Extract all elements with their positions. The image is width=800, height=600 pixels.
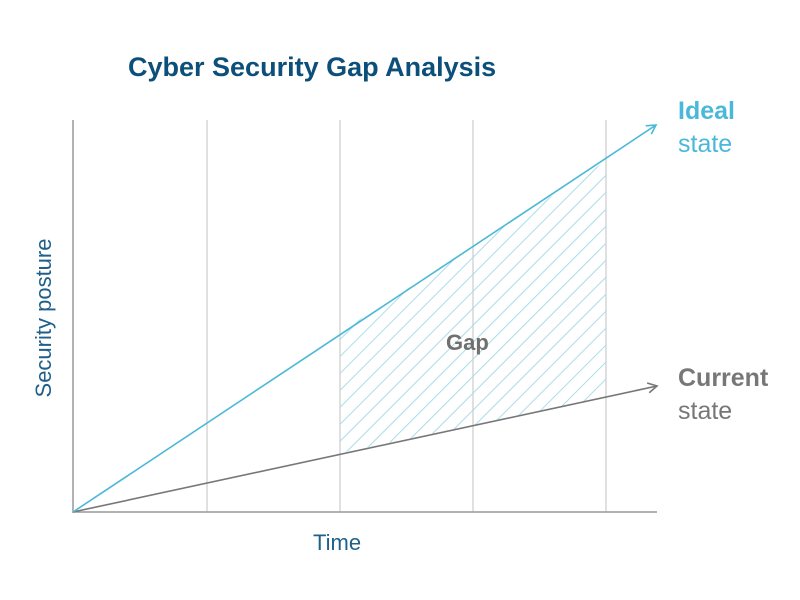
gap-region: [340, 161, 606, 453]
current-label-line1: Current: [678, 364, 769, 392]
current-label-line2: state: [678, 397, 733, 425]
ideal-state-line: [72, 124, 658, 513]
x-axis-label: Time: [313, 530, 362, 555]
chart-title: Cyber Security Gap Analysis: [128, 52, 497, 82]
y-axis-label: Security posture: [31, 238, 56, 398]
current-state-label: Current state: [678, 362, 768, 428]
ideal-label-line2: state: [678, 130, 733, 158]
gap-label: Gap: [446, 330, 489, 355]
ideal-label-line1: Ideal: [678, 97, 735, 125]
ideal-state-label: Ideal state: [678, 95, 735, 161]
current-state-line: [72, 382, 659, 513]
